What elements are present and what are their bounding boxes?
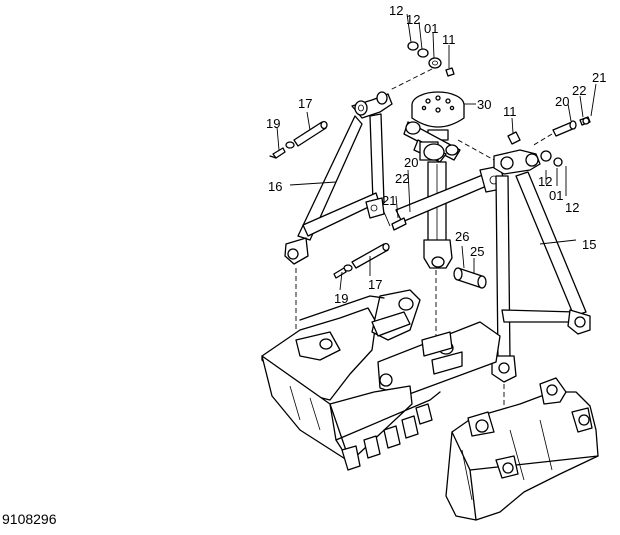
left-arm-assembly [269,91,393,265]
callout-labels: 12 12 01 11 17 19 16 30 11 20 22 21 20 2… [266,3,606,306]
callout-01-top: 01 [424,21,438,36]
callout-21-right: 21 [592,70,606,85]
callout-30: 30 [477,97,491,112]
callout-19-upper: 19 [266,116,280,131]
callout-16: 16 [268,179,282,194]
right-hardware [507,83,597,147]
right-arm-assembly [491,149,591,383]
drawing-number: 9108296 [2,511,57,527]
callout-26: 26 [455,229,469,244]
callout-21-mid: 21 [382,193,396,208]
callout-11-top: 11 [442,32,456,47]
callout-11-right: 11 [503,104,517,119]
callout-15: 15 [582,237,596,252]
callout-20-right: 20 [555,94,569,109]
callout-12-right-a: 12 [538,174,552,189]
callout-19-lower: 19 [334,291,348,306]
callout-22-right: 22 [572,83,586,98]
callout-12-top-b: 12 [406,12,420,27]
second-bucket [445,377,599,521]
bucket-and-frame [261,289,501,471]
callout-22-mid: 22 [395,171,409,186]
callout-25: 25 [470,244,484,259]
callout-01-right: 01 [549,188,563,203]
top-hardware [389,13,455,91]
callout-20-mid: 20 [404,155,418,170]
callout-12-right-b: 12 [565,200,579,215]
callout-17-lower: 17 [368,277,382,292]
callout-17-upper: 17 [298,96,312,111]
callout-12-top-a: 12 [389,3,403,18]
